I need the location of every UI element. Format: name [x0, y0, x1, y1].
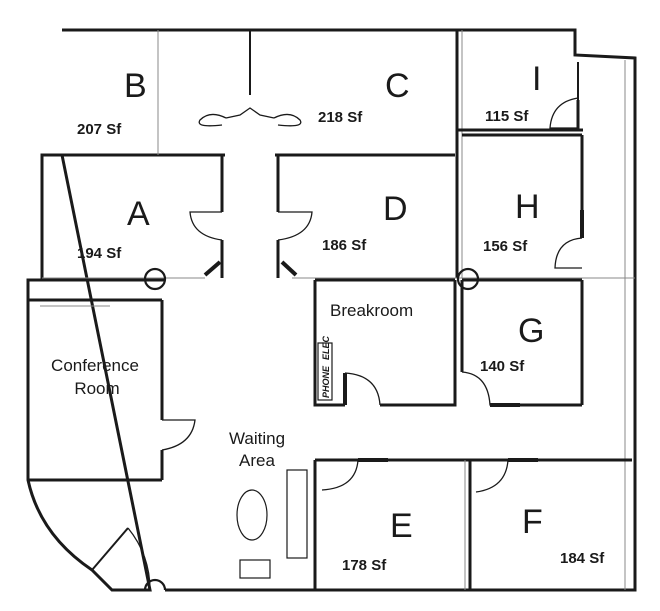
- room-c-letter: C: [385, 67, 410, 105]
- room-b-letter: B: [124, 67, 147, 105]
- room-a-area: 194 Sf: [77, 245, 122, 262]
- phone-elec-closet: [317, 342, 333, 401]
- column-1: [143, 267, 167, 291]
- sofa: [286, 469, 308, 559]
- room-a-letter: A: [127, 195, 150, 233]
- interior-walls: [28, 30, 635, 590]
- room-g-letter: G: [518, 312, 544, 350]
- phone-label: PHONE: [321, 365, 331, 398]
- exterior-walls: [26, 28, 637, 592]
- conference-label-line2: Room: [74, 379, 119, 398]
- breakroom-label: Breakroom: [330, 301, 413, 320]
- room-c-area: 218 Sf: [318, 109, 363, 126]
- column-2: [456, 267, 480, 291]
- conference-label-line1: Conference: [51, 356, 139, 375]
- room-f-area: 184 Sf: [560, 550, 605, 567]
- doors: [91, 97, 584, 591]
- room-e-letter: E: [390, 507, 413, 545]
- room-i-letter: I: [532, 60, 541, 98]
- room-d-letter: D: [383, 190, 408, 228]
- elec-label: ELEC: [321, 335, 331, 360]
- room-d-area: 186 Sf: [322, 237, 367, 254]
- room-e-area: 178 Sf: [342, 557, 387, 574]
- room-i-area: 115 Sf: [485, 108, 529, 125]
- waiting-label-line2: Area: [239, 451, 275, 470]
- end-table: [239, 559, 271, 579]
- waiting-label-line1: Waiting: [229, 429, 285, 448]
- column-3: [143, 578, 167, 591]
- room-h-area: 156 Sf: [483, 238, 528, 255]
- room-h-letter: H: [515, 188, 540, 226]
- room-f-letter: F: [522, 503, 543, 541]
- room-g-area: 140 Sf: [480, 358, 525, 375]
- room-b-area: 207 Sf: [77, 121, 122, 138]
- coffee-table: [236, 489, 268, 541]
